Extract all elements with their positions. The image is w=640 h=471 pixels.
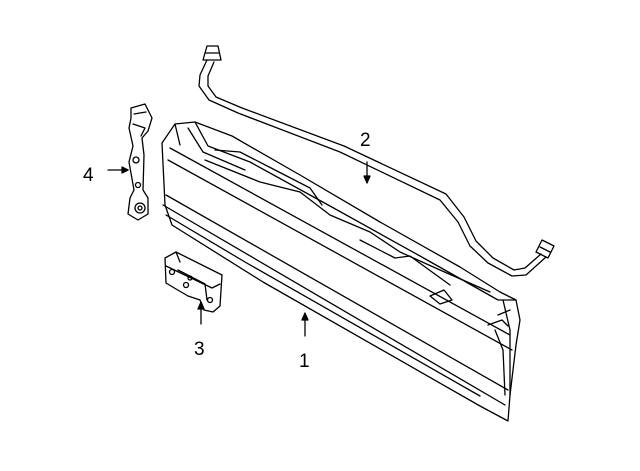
wire-harness (198, 45, 555, 277)
strut-bracket (107, 103, 153, 221)
callout-1: 1 (299, 351, 310, 372)
callout-4: 4 (83, 165, 94, 186)
callout-3: 3 (194, 339, 205, 360)
leader-lines (301, 161, 371, 337)
tailgate-panel (161, 121, 521, 422)
callout-2: 2 (360, 130, 371, 151)
hinge (164, 251, 223, 325)
